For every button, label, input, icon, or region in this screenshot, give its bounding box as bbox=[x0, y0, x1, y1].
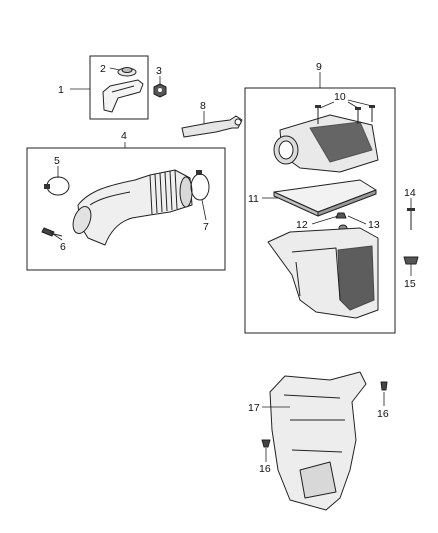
bracket-part bbox=[102, 79, 144, 113]
callout-2: 2 bbox=[100, 63, 106, 75]
callout-16b: 16 bbox=[259, 463, 271, 475]
grommet-2-part bbox=[403, 256, 419, 265]
leader-10b bbox=[347, 101, 359, 109]
callout-1: 1 bbox=[58, 84, 64, 96]
screw-set-part bbox=[315, 105, 375, 124]
leader-10a bbox=[319, 101, 335, 109]
callout-4: 4 bbox=[121, 130, 127, 142]
callout-7: 7 bbox=[203, 221, 209, 233]
grommet-part bbox=[117, 67, 137, 77]
splash-shield-part bbox=[269, 371, 367, 511]
push-pin-2-part bbox=[261, 439, 271, 448]
leader-12 bbox=[311, 215, 339, 225]
callout-8: 8 bbox=[200, 100, 206, 112]
leader-7 bbox=[201, 199, 207, 221]
callout-13: 13 bbox=[368, 219, 380, 231]
air-cleaner-housing-part bbox=[267, 227, 379, 319]
callout-3: 3 bbox=[156, 65, 162, 77]
stud-part bbox=[407, 208, 415, 230]
callout-10: 10 bbox=[334, 91, 346, 103]
leader-13 bbox=[347, 215, 367, 225]
callout-6: 6 bbox=[60, 241, 66, 253]
hose-clamp-2-part bbox=[190, 170, 210, 201]
leader-6 bbox=[49, 231, 63, 241]
air-duct-group-box bbox=[26, 147, 226, 271]
callout-15: 15 bbox=[404, 278, 416, 290]
air-filter-part bbox=[273, 179, 377, 217]
callout-16a: 16 bbox=[377, 408, 389, 420]
bracket-group-box bbox=[89, 55, 149, 120]
air-duct-part bbox=[72, 169, 193, 246]
callout-5: 5 bbox=[54, 155, 60, 167]
leader-2 bbox=[109, 67, 121, 71]
air-cleaner-cover-part bbox=[273, 114, 379, 173]
push-pin-part bbox=[380, 381, 388, 391]
callout-12: 12 bbox=[296, 219, 308, 231]
hose-clamp-part bbox=[44, 176, 70, 196]
leader-10c bbox=[347, 99, 373, 107]
callout-17: 17 bbox=[248, 402, 260, 414]
sensor-part bbox=[41, 227, 63, 237]
tube-part bbox=[181, 115, 243, 138]
callout-14: 14 bbox=[404, 187, 416, 199]
nut-part bbox=[153, 83, 167, 98]
callout-9: 9 bbox=[316, 61, 322, 73]
callout-11: 11 bbox=[248, 193, 259, 205]
